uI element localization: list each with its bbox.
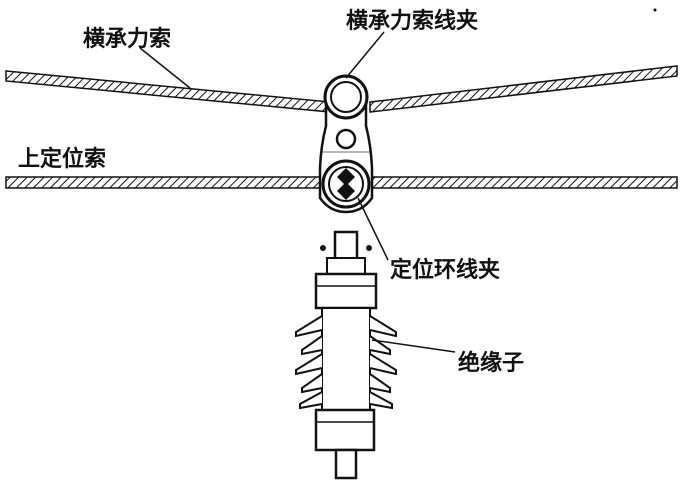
steady-ring-clamp bbox=[321, 159, 371, 209]
leader-steady-ring-clamp bbox=[357, 197, 389, 261]
label-steady-ring-clamp: 定位环线夹 bbox=[390, 257, 500, 283]
leader-insulator bbox=[371, 339, 456, 353]
insulator-cap bbox=[314, 230, 378, 310]
label-cross-span-wire: 横承力索 bbox=[83, 27, 171, 52]
insulator-base-fitting bbox=[314, 408, 376, 480]
leader-cross-span-wire bbox=[139, 47, 191, 89]
label-upper-steady-wire: 上定位索 bbox=[18, 146, 106, 172]
leader-cross-span-clamp bbox=[345, 31, 385, 79]
bolt-hole bbox=[335, 128, 357, 150]
cross-span-wire bbox=[5, 65, 678, 113]
label-cross-span-clamp: 横承力索线夹 bbox=[346, 8, 478, 34]
insulator-sheds bbox=[295, 307, 397, 411]
label-insulator: 绝缘子 bbox=[458, 350, 524, 376]
cross-span-clamp-ring bbox=[323, 74, 369, 120]
speck-dot bbox=[653, 8, 657, 12]
leader-lines bbox=[139, 31, 456, 353]
